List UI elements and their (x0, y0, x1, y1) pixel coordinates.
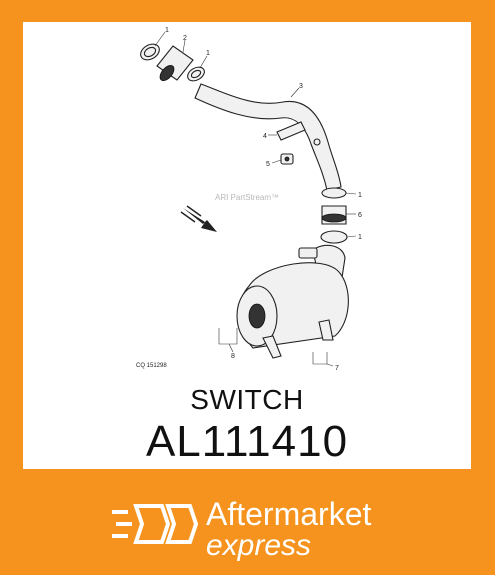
brand-name-line1: Aftermarket (206, 496, 372, 532)
callout-label: 2 (183, 35, 187, 42)
figure-code: CQ 151298 (136, 363, 167, 369)
hose-clamp-third (321, 187, 357, 199)
callout-label: 5 (266, 161, 270, 168)
mounting-bracket-7 (312, 352, 334, 367)
part-name: SWITCH (190, 384, 304, 415)
hose-clamp-top (140, 31, 166, 61)
direction-arrow-icon (180, 205, 217, 232)
hose-coupler (156, 39, 194, 82)
callout-label: 1 (165, 27, 169, 34)
intake-hose (194, 83, 342, 191)
callout-label: 3 (299, 83, 303, 90)
bracket-part (268, 121, 306, 141)
callout-label: 4 (263, 133, 267, 140)
brand-logo-icon (112, 504, 198, 544)
hose-clamp-fourth (320, 230, 357, 244)
callout-label: 7 (335, 365, 339, 372)
watermark: ARI PartStream™ (215, 193, 279, 202)
mounting-bracket-8 (218, 328, 238, 353)
callout-label: 8 (231, 353, 235, 360)
hose-clamp-second (187, 55, 208, 82)
elbow-hose (321, 205, 356, 225)
callout-label: 1 (358, 234, 362, 241)
callout-label: 6 (358, 212, 362, 219)
callout-label: 1 (358, 192, 362, 199)
product-card: ARI PartStream™ (23, 22, 471, 469)
brand-footer: Aftermarket express (0, 469, 495, 575)
brand-name-line2: express (206, 529, 312, 562)
parts-diagram: ARI PartStream™ (136, 27, 362, 372)
switch-part (271, 153, 294, 165)
part-number: AL111410 (145, 417, 349, 466)
air-cleaner-assembly (236, 244, 349, 359)
callout-label: 1 (206, 50, 210, 57)
